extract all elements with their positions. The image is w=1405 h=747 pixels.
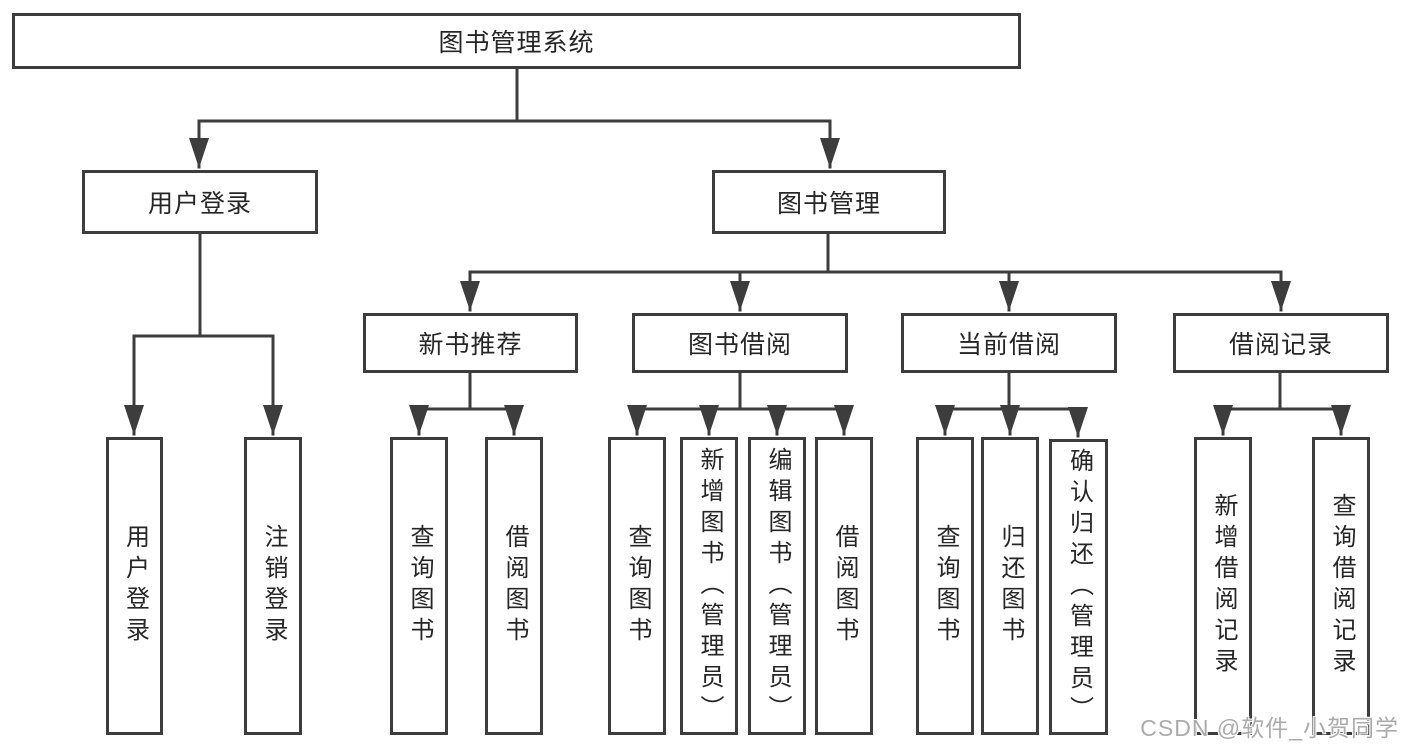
node-new-book-recommend: 新书推荐 [363, 313, 578, 373]
node-leaf-query-books-3: 查询图书 [916, 437, 974, 735]
node-label: 图书借阅 [687, 331, 792, 359]
node-leaf-borrow-books-1: 借阅图书 [485, 437, 543, 735]
node-label: 查询图书 [624, 524, 651, 648]
node-label: 借阅图书 [831, 524, 858, 648]
node-leaf-add-borrow-record: 新增借阅记录 [1194, 437, 1252, 735]
node-leaf-user-login: 用户登录 [106, 437, 163, 735]
node-root-system: 图书管理系统 [12, 13, 1021, 69]
node-book-borrowing: 图书借阅 [632, 313, 848, 373]
node-label: 新增图书（管理员） [696, 446, 723, 726]
node-label: 新增借阅记录 [1210, 493, 1237, 679]
elbow-connectors [132, 66, 1343, 411]
node-leaf-query-books-1: 查询图书 [390, 437, 448, 735]
node-label: 图书管理系统 [438, 29, 595, 57]
node-leaf-logout: 注销登录 [244, 437, 302, 735]
node-label: 借阅图书 [501, 524, 528, 648]
node-label: 归还图书 [997, 524, 1024, 648]
node-label: 查询借阅记录 [1328, 493, 1355, 679]
node-leaf-add-books-admin: 新增图书（管理员） [680, 437, 738, 735]
arrow-connectors [124, 119, 1351, 438]
node-label: 确认归还（管理员） [1065, 447, 1093, 727]
node-leaf-edit-books-admin: 编辑图书（管理员） [748, 437, 806, 735]
node-leaf-confirm-return-admin: 确认归还（管理员） [1049, 439, 1108, 735]
node-leaf-query-books-2: 查询图书 [608, 437, 666, 735]
node-label: 当前借阅 [956, 331, 1061, 359]
node-leaf-borrow-books-2: 借阅图书 [815, 437, 873, 735]
csdn-watermark: CSDN @软件_小贺同学 [1140, 715, 1399, 741]
node-label: 查询图书 [932, 524, 959, 648]
node-current-borrowing: 当前借阅 [901, 313, 1117, 373]
node-label: 图书管理 [776, 190, 881, 218]
node-leaf-return-books: 归还图书 [981, 437, 1039, 735]
node-leaf-query-borrow-record: 查询借阅记录 [1312, 437, 1370, 735]
node-label: 查询图书 [406, 524, 433, 648]
node-label: 新书推荐 [418, 331, 523, 359]
node-borrowing-records: 借阅记录 [1173, 313, 1389, 373]
node-user-login: 用户登录 [82, 170, 318, 234]
node-label: 注销登录 [260, 524, 287, 648]
node-label: 用户登录 [121, 524, 149, 648]
node-label: 编辑图书（管理员） [764, 446, 791, 726]
node-label: 借阅记录 [1228, 331, 1333, 359]
node-book-management: 图书管理 [712, 170, 946, 234]
node-label: 用户登录 [147, 190, 252, 218]
